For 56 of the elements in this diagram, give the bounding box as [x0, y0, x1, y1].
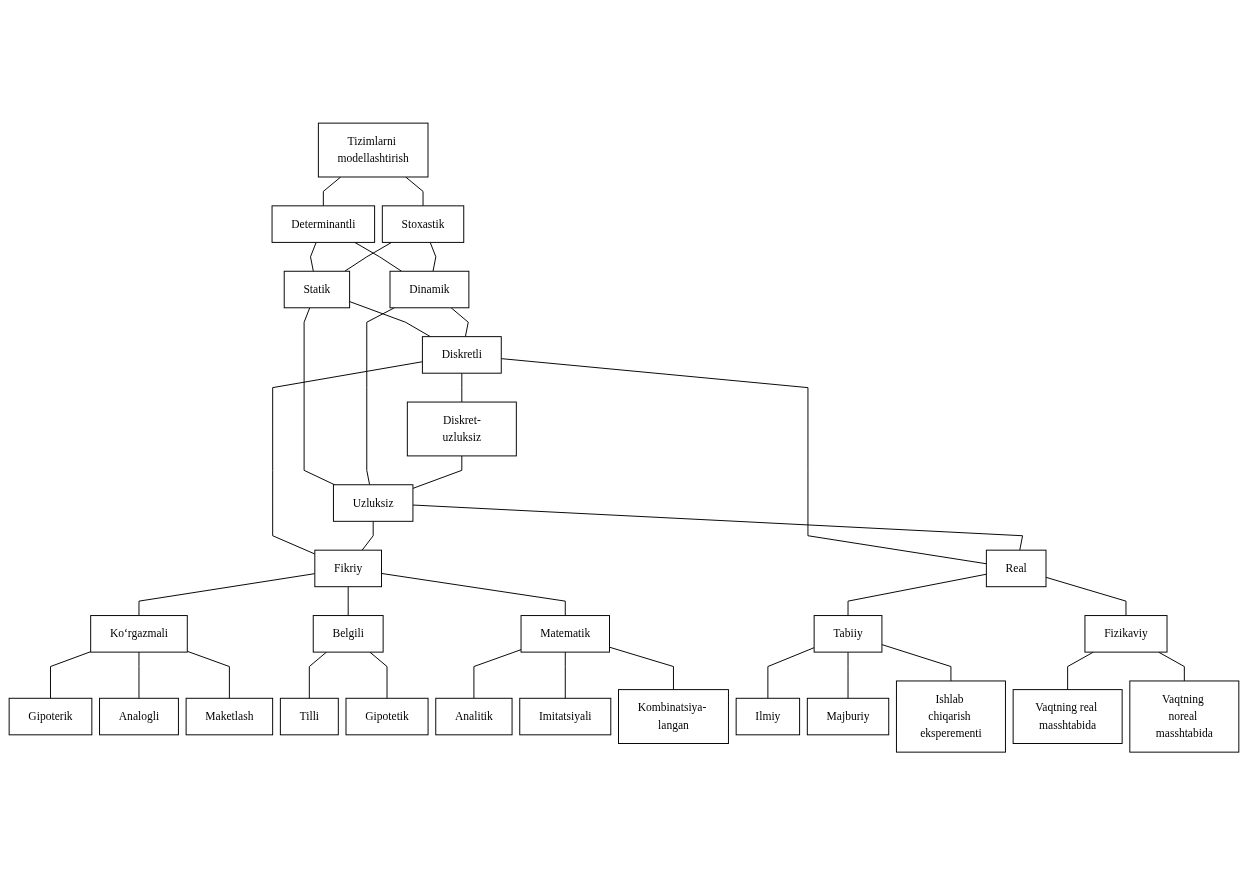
node-box: Gipotetik	[345, 698, 429, 736]
node-box: Ko‘rgazmali	[90, 615, 188, 653]
connector	[412, 504, 1024, 551]
connector	[881, 644, 952, 682]
connector	[847, 574, 987, 617]
node-box: Diskretli	[421, 336, 502, 375]
node-box: Uzluksiz	[332, 484, 414, 523]
connector	[381, 573, 566, 617]
connector	[429, 242, 437, 273]
connector	[303, 307, 336, 486]
node-box: Analogli	[99, 698, 179, 736]
connector	[461, 373, 463, 403]
node-box: Real	[985, 550, 1047, 588]
connector	[412, 455, 463, 490]
node-box: Tilli	[279, 698, 339, 736]
connector	[609, 647, 674, 691]
connector	[361, 521, 374, 551]
node-box: Belgili	[312, 615, 384, 653]
connector	[138, 652, 140, 700]
node-box: Maketlash	[185, 698, 274, 736]
connector	[564, 652, 566, 700]
node-box: Analitik	[435, 698, 513, 736]
node-box: Fizikaviy	[1084, 615, 1168, 653]
connector	[354, 242, 403, 273]
connector	[322, 176, 342, 207]
node-box: Vaqtning noreal masshtabida	[1129, 680, 1240, 753]
node-box: Gipoterik	[8, 698, 93, 736]
connector	[1158, 652, 1185, 682]
connector	[847, 652, 849, 700]
node-box: Statik	[283, 271, 351, 309]
node-box: Dinamik	[389, 271, 470, 309]
connector	[1045, 577, 1127, 617]
node-box: Determinantli	[271, 205, 376, 244]
node-box: Kombinatsiya- langan	[618, 689, 729, 745]
node-box: Ishlab chiqarish eksperementi	[895, 680, 1006, 753]
node-box: Tizimlarni modellashtirish	[317, 123, 429, 178]
node-box: Matematik	[520, 615, 610, 653]
node-box: Fikriy	[314, 550, 383, 588]
node-box: Majburiy	[806, 698, 890, 736]
connector	[310, 242, 317, 273]
connector	[405, 176, 424, 207]
connector	[349, 301, 431, 338]
node-box: Ilmiy	[735, 698, 801, 736]
node-box: Tabiiy	[813, 615, 883, 653]
node-box: Stoxastik	[381, 205, 465, 244]
connector	[366, 307, 395, 486]
connector	[369, 652, 388, 700]
connector	[347, 586, 349, 617]
connector	[308, 652, 327, 700]
connector	[138, 573, 316, 617]
connector	[344, 242, 393, 273]
node-box: Vaqtning real masshtabida	[1012, 689, 1123, 745]
node-box: Imitatsiyali	[519, 698, 612, 736]
node-box: Diskret-uzluksiz	[406, 401, 517, 457]
connector	[272, 361, 423, 555]
connector	[500, 358, 987, 565]
